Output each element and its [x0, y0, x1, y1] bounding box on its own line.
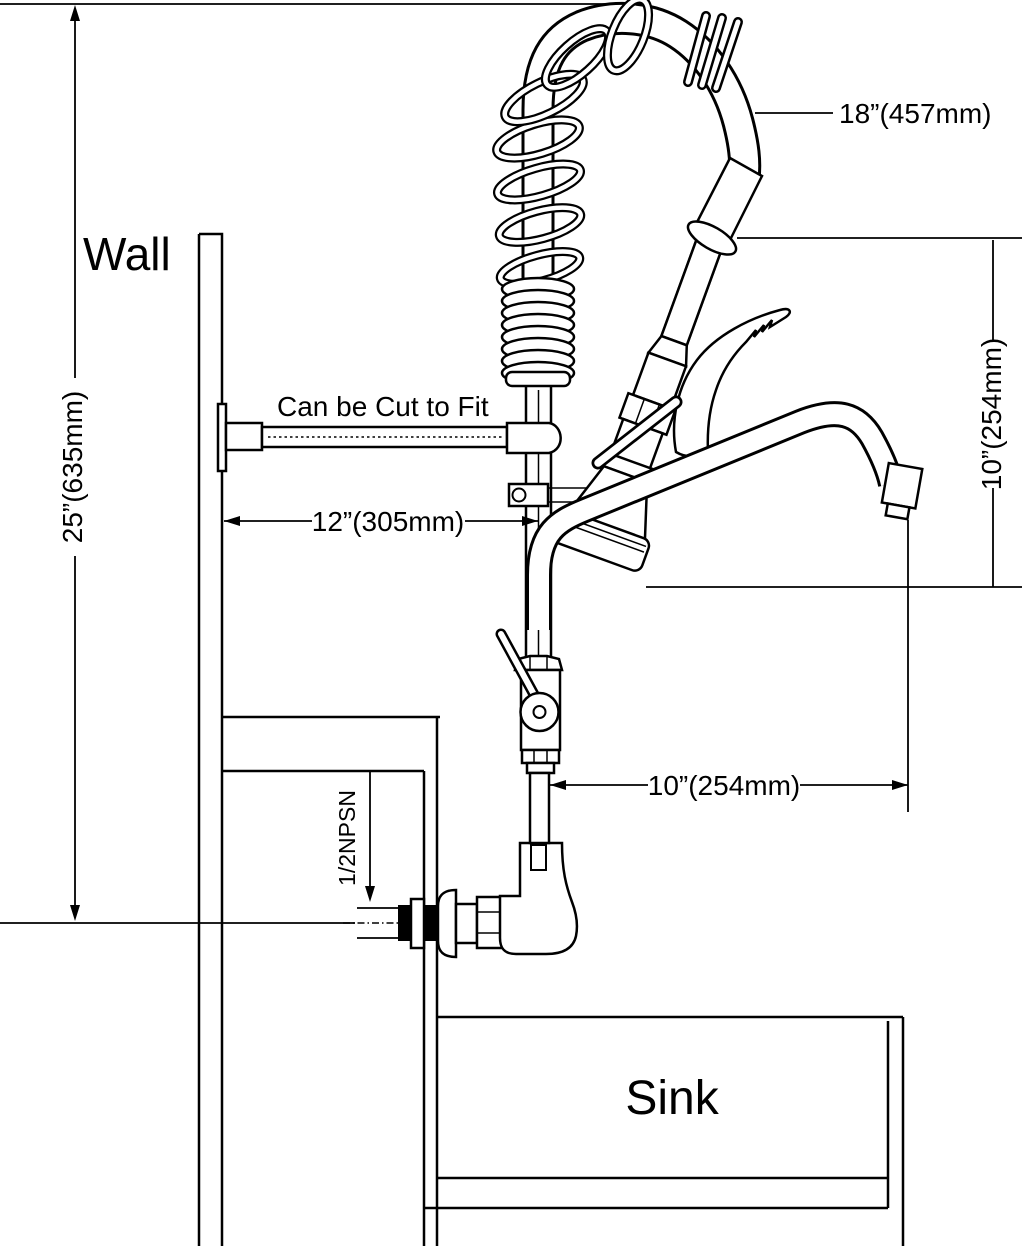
inlet-escutcheon: [436, 888, 458, 959]
wall-bracket: [216, 402, 562, 473]
inlet-flange-washer: [409, 897, 426, 950]
coil-base-ring: [504, 370, 572, 388]
inlet-elbow: [498, 841, 579, 956]
inlet-nipple-thread-left: [398, 905, 411, 941]
spring-open-wraps: [492, 0, 654, 289]
sink-label: Sink: [625, 1072, 719, 1125]
set-screw: [511, 487, 527, 503]
dim-hose-length-label: 18”(457mm): [839, 98, 991, 129]
dim-bracket-length: 12”(305mm): [224, 506, 538, 537]
inlet-hex-nut: [475, 895, 504, 950]
spray-trigger: [672, 307, 792, 458]
wall-section: [197, 232, 224, 1246]
dim-spout-height-label: 10”(254mm): [976, 338, 1007, 490]
dim-spout-reach: 10”(254mm): [550, 520, 909, 812]
dim-mount-height: 25”(635mm): [57, 5, 88, 921]
dim-spout-height: 10”(254mm): [646, 237, 1022, 588]
elbow-detail: [530, 844, 547, 871]
dim-mount-height-label: 25”(635mm): [57, 391, 88, 543]
sink-outline: [424, 1015, 905, 1246]
spring-tight-coils: [500, 276, 576, 388]
inlet-nipple-thread-right: [424, 905, 438, 941]
cut-to-fit-note: Can be Cut to Fit: [277, 391, 489, 422]
bracket-clamp: [505, 421, 562, 455]
inlet-sleeve: [454, 902, 479, 945]
bracket-block: [224, 421, 264, 452]
add-on-spout: [526, 401, 924, 630]
hose-collar: [686, 220, 738, 256]
spring-tail: [683, 11, 743, 93]
dim-bracket-length-label: 12”(305mm): [312, 506, 464, 537]
dim-inlet-thread: 1/2NPSN: [334, 772, 375, 902]
dim-spout-reach-label: 10”(254mm): [648, 770, 800, 801]
spout-nozzle: [880, 461, 924, 521]
dim-hose-length: 18”(457mm): [755, 98, 991, 129]
wall-label: Wall: [83, 228, 171, 280]
dim-inlet-thread-label: 1/2NPSN: [334, 790, 360, 886]
coiled-hose: [492, 0, 762, 388]
check-valve: [495, 628, 564, 845]
